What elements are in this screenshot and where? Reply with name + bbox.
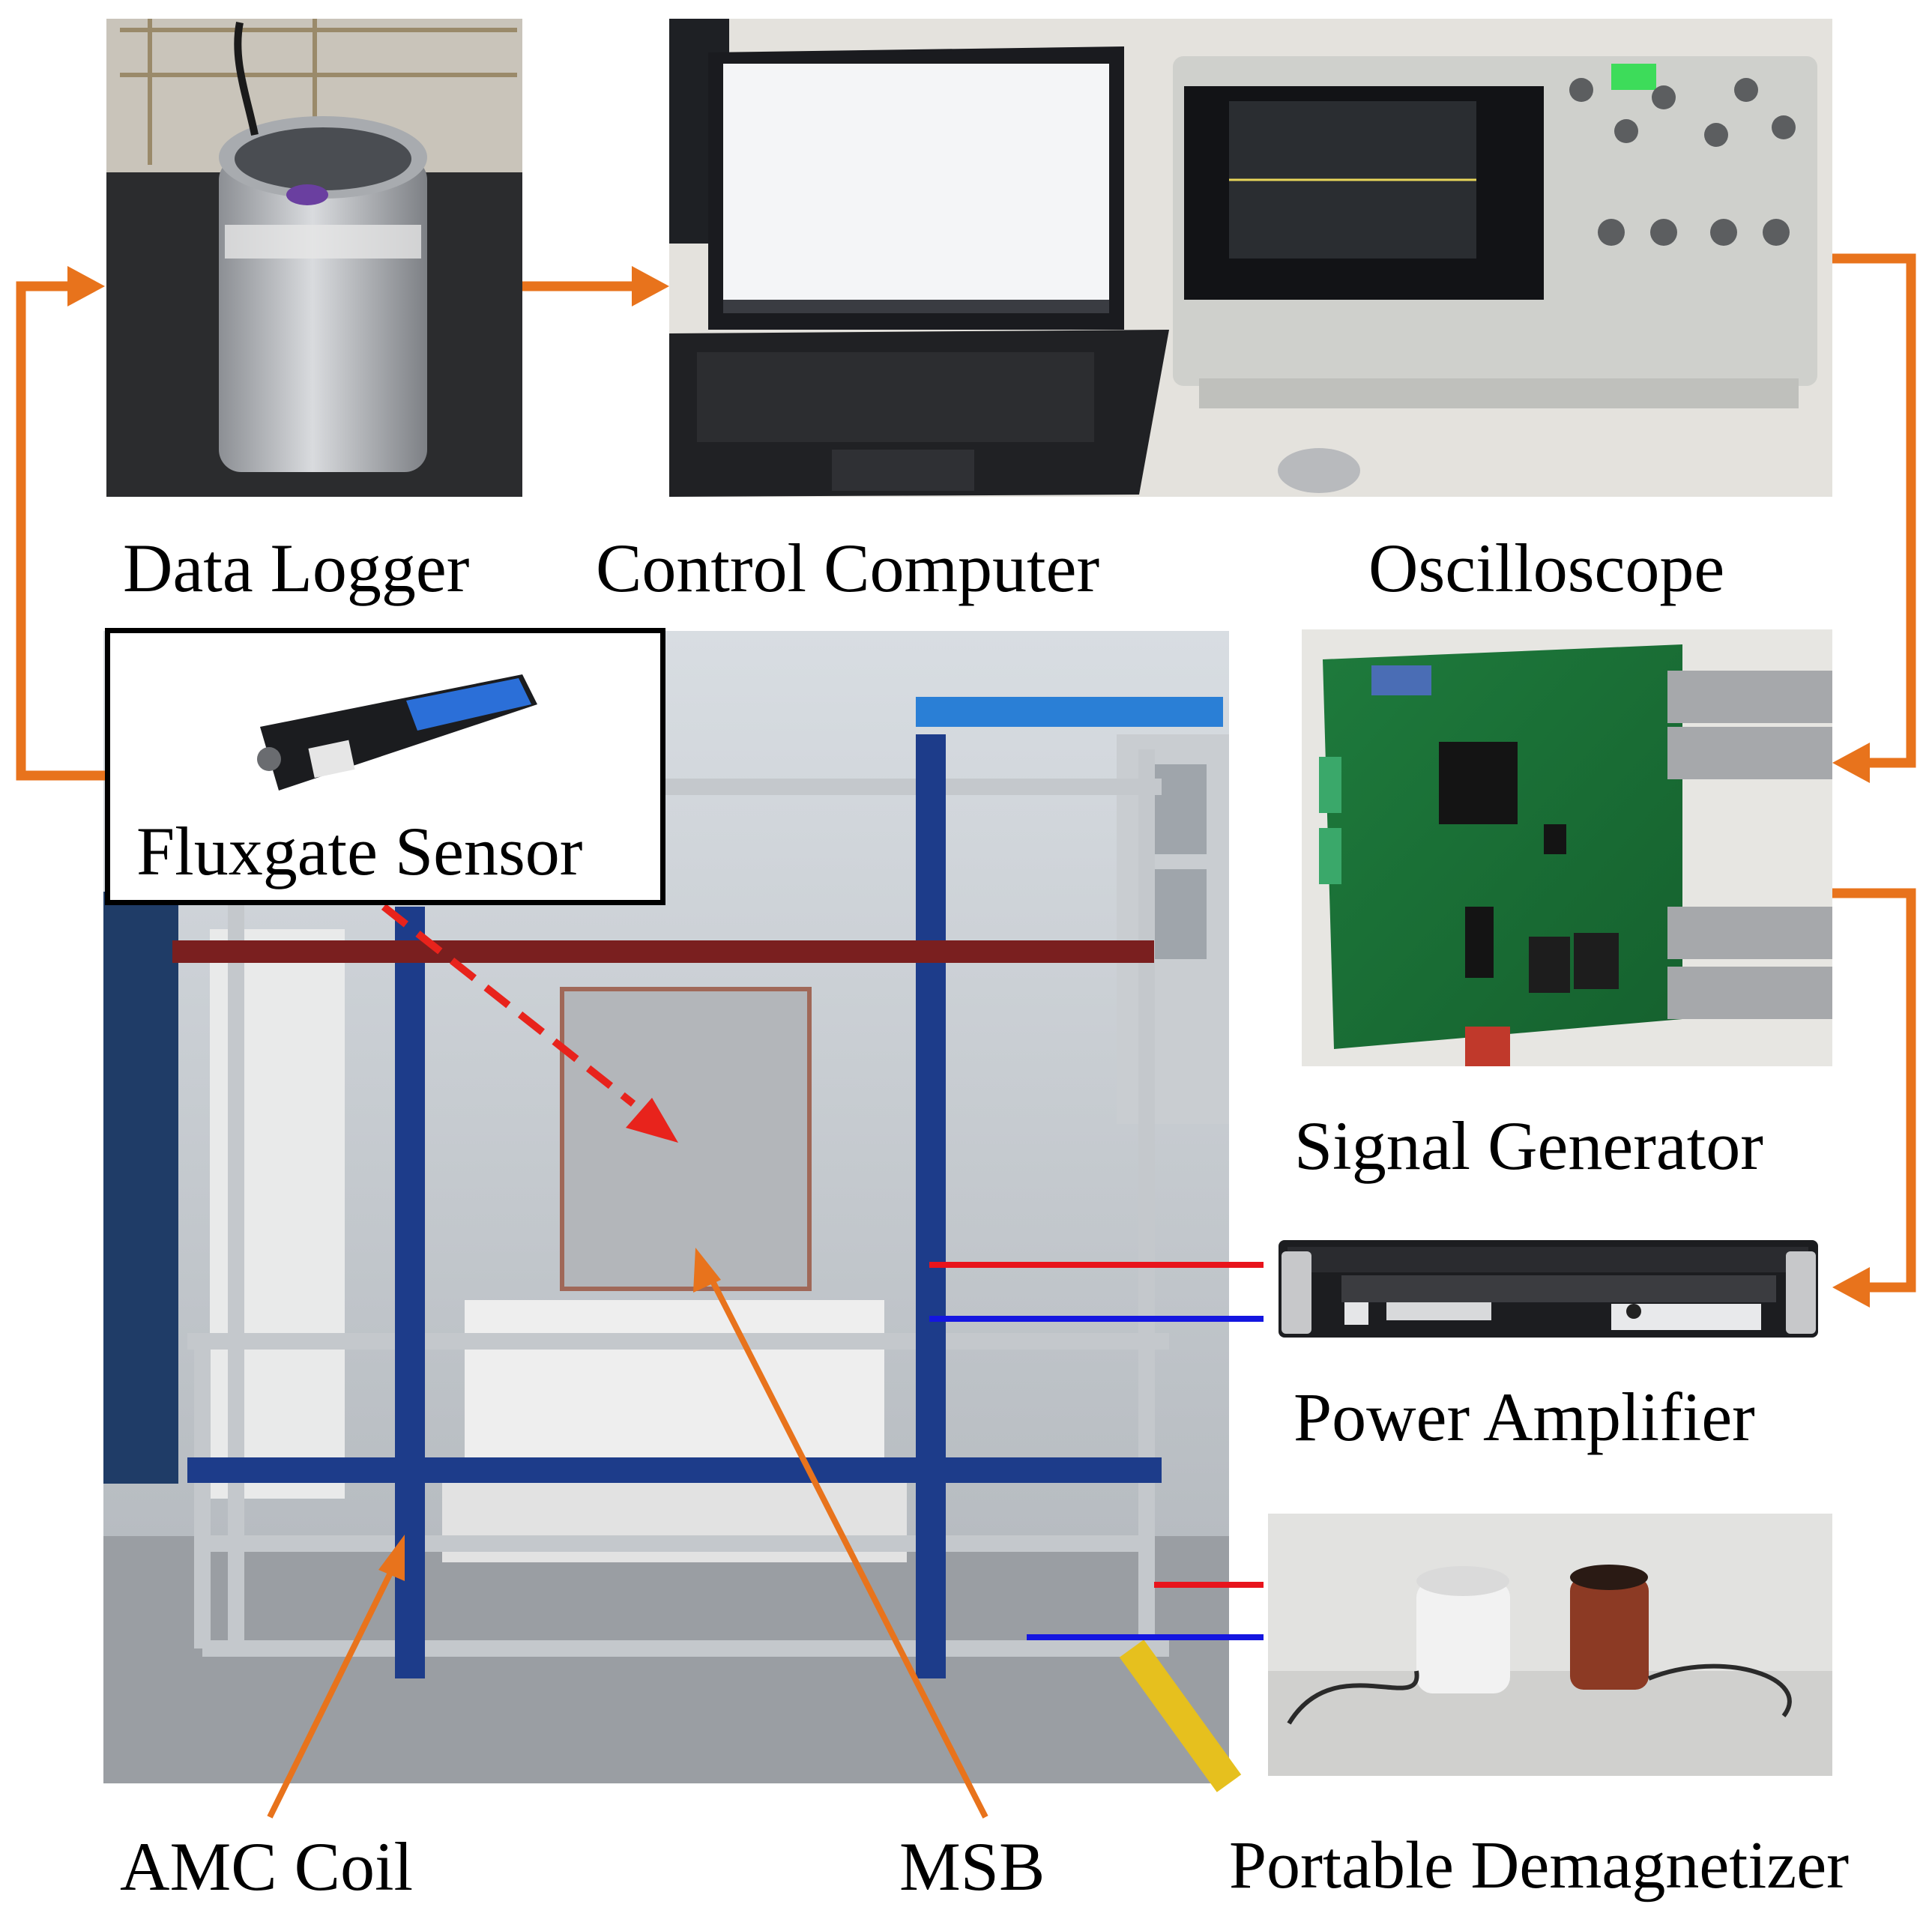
power-amplifier-photo	[1279, 1240, 1818, 1338]
data-logger-label: Data Logger	[123, 530, 470, 606]
sensor-to-logger-arrowhead	[67, 266, 105, 306]
data-logger-photo	[106, 19, 522, 497]
oscilloscope-to-siggen-arrowhead	[1832, 743, 1870, 783]
signal-generator-label: Signal Generator	[1294, 1107, 1763, 1184]
logger-to-computer-arrowhead	[632, 266, 669, 306]
amc-coil-pointer-head	[378, 1535, 405, 1581]
oscilloscope-photo	[1173, 56, 1817, 493]
oscilloscope-label: Oscilloscope	[1368, 530, 1725, 606]
sensor-to-logger-arrow	[16, 281, 105, 781]
siggen-to-amplifier-arrow	[1832, 888, 1916, 1293]
power-amplifier-label: Power Amplifier	[1293, 1379, 1755, 1455]
signal-generator-photo	[1302, 629, 1832, 1066]
sensor-location-pointer	[381, 904, 678, 1143]
msb-pointer	[710, 1281, 988, 1819]
siggen-to-amplifier-arrowhead	[1832, 1267, 1870, 1308]
portable-demagnetizer-label: Portable Demagnetizer	[1229, 1828, 1850, 1903]
fluxgate-sensor-image	[257, 674, 537, 791]
amc-coil-pointer	[267, 1570, 394, 1819]
amc-coil-label: AMC Coil	[120, 1828, 414, 1905]
msb-label: MSB	[899, 1828, 1045, 1905]
fluxgate-sensor-inset	[105, 628, 665, 905]
flow-arrows	[16, 253, 1916, 1819]
msb-pointer-head	[693, 1248, 721, 1293]
cables	[929, 1262, 1264, 1640]
portable-demagnetizer-photo	[1268, 1514, 1832, 1776]
fluxgate-sensor-label: Fluxgate Sensor	[136, 813, 583, 889]
control-computer-label: Control Computer	[596, 530, 1100, 606]
oscilloscope-to-siggen-arrow	[1832, 253, 1916, 768]
